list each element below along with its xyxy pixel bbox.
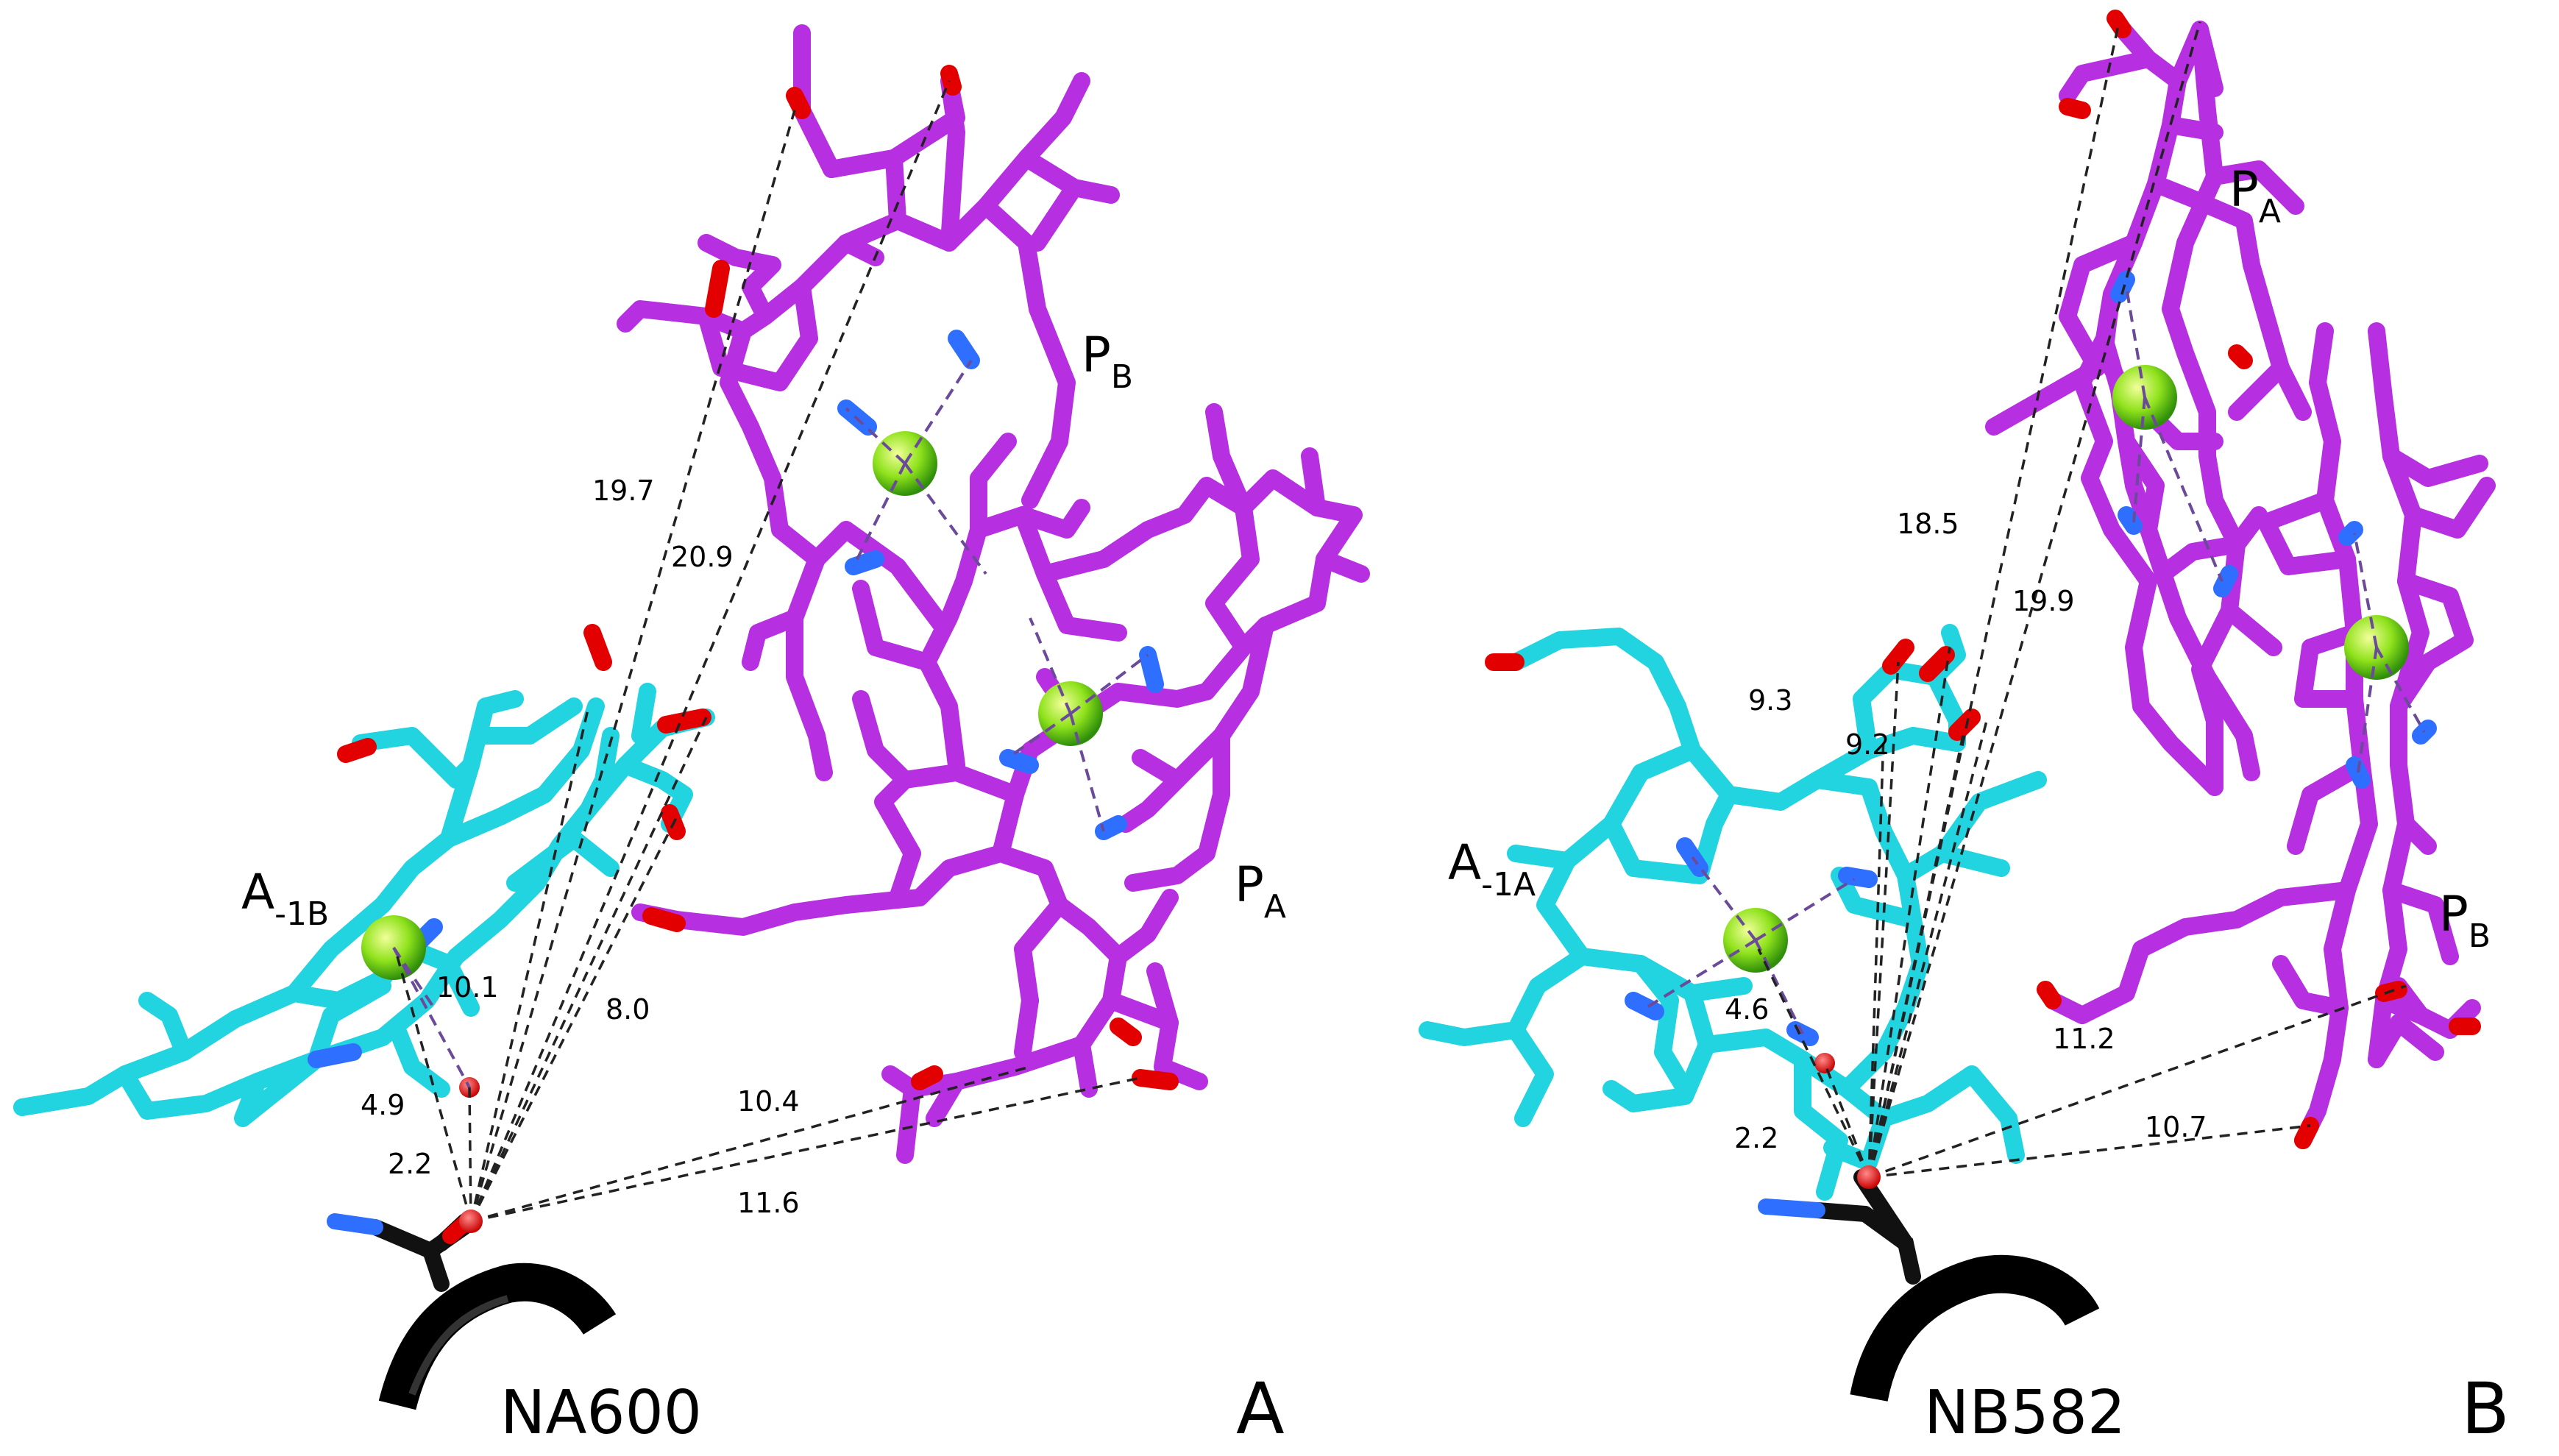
distance-label-a-1: 19.7: [592, 475, 655, 507]
special-pair-pb-pa-a: [617, 24, 1370, 1164]
panel-letter-b: B: [2461, 1368, 2510, 1450]
distance-label-b-8: 10.7: [2145, 1111, 2207, 1143]
label-pb-a: PB: [1082, 327, 1133, 396]
label-pa-b: PA: [2229, 161, 2281, 230]
distance-label-a-3: 10.1: [436, 971, 499, 1004]
distance-label-b-6: 2.2: [1734, 1122, 1778, 1154]
panel-letter-a: A: [1236, 1368, 1285, 1450]
distance-label-a-5: 4.9: [361, 1089, 405, 1121]
label-pb-b: PB: [2439, 886, 2491, 955]
label-accessory-b: A-1A: [1448, 834, 1536, 903]
distance-lines-a: [396, 80, 1141, 1223]
distance-label-b-2: 19.9: [2012, 585, 2075, 617]
distance-label-a-4: 8.0: [606, 993, 650, 1026]
special-pair-heteroatoms-a: [642, 65, 1179, 1090]
distance-label-b-5: 4.6: [1725, 993, 1769, 1026]
asn-oxygen-b: [1857, 1165, 1881, 1189]
distance-lines-b: [1757, 21, 2407, 1179]
distance-label-a-2: 20.9: [671, 541, 734, 573]
coordination-bonds-b: [1647, 286, 2426, 1034]
water-oxygen-b: [1814, 1053, 1835, 1073]
distance-label-b-3: 9.3: [1748, 684, 1792, 717]
distance-label-a-7: 10.4: [737, 1085, 800, 1118]
panel-a: 19.7 20.9 10.1 8.0 4.9 2.2 10.4 11.6 PB …: [13, 24, 1370, 1450]
distance-label-a-6: 2.2: [388, 1148, 432, 1180]
residue-label-b: NB582: [1924, 1378, 2126, 1448]
residue-label-a: NA600: [500, 1378, 702, 1448]
asn-oxygen-a: [459, 1210, 483, 1233]
label-pa-a: PA: [1235, 856, 1286, 926]
distance-label-b-4: 9.2: [1845, 728, 1889, 761]
distance-label-b-1: 18.5: [1897, 508, 1959, 540]
backbone-ribbon-b: [1850, 1254, 2100, 1402]
accessory-chlorophyll-a-1a: [1419, 624, 2047, 1201]
coordination-bonds-a: [392, 359, 1149, 1088]
label-accessory-a: A-1B: [241, 864, 329, 933]
backbone-ribbon-a: [378, 1263, 617, 1410]
panel-b: 18.5 19.9 9.3 9.2 4.6 2.2 11.2 10.7 PA P…: [1419, 10, 2510, 1450]
distance-label-b-7: 11.2: [2053, 1023, 2115, 1055]
special-pair-pa-pb-b: [1985, 21, 2496, 1149]
asn-sidechain-a: [327, 1210, 479, 1292]
asn-sidechain-b: [1758, 1169, 1921, 1285]
distance-label-a-8: 11.6: [737, 1187, 800, 1219]
